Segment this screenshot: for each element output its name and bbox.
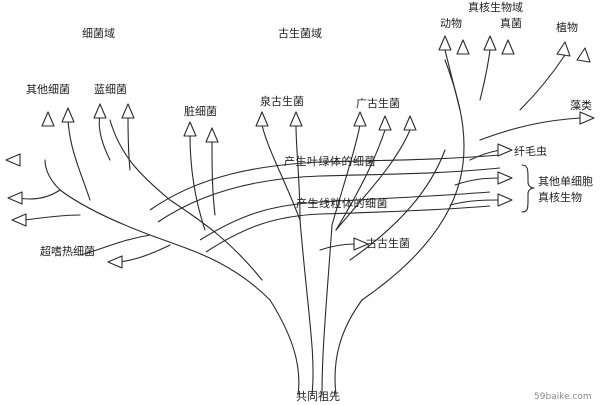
arrow-ciliate bbox=[497, 143, 513, 157]
chloroplast-band-bottom bbox=[157, 167, 501, 223]
arrow-other-bacteria-1 bbox=[61, 107, 75, 123]
chloroplast-band-top bbox=[149, 154, 501, 211]
arrow-eury-2 bbox=[378, 115, 392, 131]
arrow-crenarch-1 bbox=[255, 111, 269, 127]
label-mitochondria-band: 产生线粒体的细菌 bbox=[296, 197, 388, 210]
arrow-left-2 bbox=[7, 191, 23, 205]
trunk-right-edge bbox=[334, 299, 363, 396]
archaea-mid bbox=[295, 124, 301, 221]
pseudo-stem-1 bbox=[189, 134, 206, 231]
arrowheads bbox=[5, 35, 595, 269]
label-other-bacteria: 其他细菌 bbox=[26, 83, 70, 96]
bacteria-branch-d bbox=[24, 214, 81, 221]
arrow-pseudo-1 bbox=[183, 121, 197, 137]
label-plants: 植物 bbox=[556, 21, 578, 34]
arrow-cyano-1 bbox=[93, 103, 107, 119]
archaea-right-2 bbox=[335, 129, 386, 231]
label-other-eukaryotes-line2: 真核生物 bbox=[538, 191, 582, 204]
label-crenarchaeota: 泉古生菌 bbox=[260, 95, 304, 108]
bacteria-branch-a bbox=[79, 234, 151, 256]
archaea-right-1 bbox=[331, 124, 361, 226]
fungi-stem bbox=[479, 49, 491, 101]
mitochondria-band-bottom bbox=[205, 205, 491, 253]
arrow-animals-2 bbox=[456, 39, 470, 55]
watermark-text: 59baike.com bbox=[534, 392, 592, 402]
arrow-pseudo-2 bbox=[205, 127, 219, 143]
animals-stem bbox=[444, 49, 461, 111]
arrow-eury-3 bbox=[403, 115, 417, 131]
archaea-right-3 bbox=[335, 129, 411, 231]
arrow-eury-1 bbox=[353, 111, 367, 127]
arrow-korarch bbox=[353, 237, 369, 251]
arrow-crenarch-2 bbox=[289, 111, 303, 127]
bacteria-branch-e bbox=[67, 119, 91, 201]
label-ciliates: 纤毛虫 bbox=[514, 145, 547, 158]
other-euk-stem-1 bbox=[454, 177, 501, 186]
other-euk-stem-2 bbox=[449, 199, 501, 206]
label-hyperthermophiles: 超嗜热细菌 bbox=[40, 245, 95, 258]
plants-stem bbox=[519, 54, 566, 111]
label-eukarya-domain: 真核生物域 bbox=[468, 1, 523, 14]
trunk-inner-right bbox=[321, 224, 333, 396]
cyanobacteria-stem-right bbox=[127, 114, 131, 171]
label-chloroplast-band: 产生叶绿体的细菌 bbox=[284, 155, 376, 168]
eukarya-stem bbox=[361, 59, 465, 301]
hyperthermo-stem bbox=[119, 244, 171, 263]
label-pseudomonas: 脏细菌 bbox=[184, 105, 217, 118]
trunk-inner-left bbox=[299, 219, 314, 396]
arrow-hyperthermo bbox=[107, 255, 123, 269]
label-other-eukaryotes-line1: 其他单细胞 bbox=[538, 175, 593, 188]
trunk-left-edge bbox=[269, 299, 300, 396]
brace-other-eukaryotes bbox=[521, 164, 535, 213]
label-euryarchaeota: 广古生菌 bbox=[356, 97, 400, 110]
bacteria-branch-b bbox=[44, 159, 61, 191]
cyanobacteria-stem-left bbox=[98, 114, 111, 161]
label-common-ancestor: 共同祖先 bbox=[296, 390, 340, 403]
label-fungi: 真菌 bbox=[500, 17, 522, 30]
label-animals: 动物 bbox=[440, 17, 462, 30]
arrow-fungi-2 bbox=[501, 39, 515, 55]
archaea-left bbox=[261, 124, 301, 221]
label-korarchaeota: 古古生菌 bbox=[366, 237, 410, 250]
arrow-algae bbox=[579, 111, 595, 125]
arrow-other-euk-1 bbox=[497, 171, 513, 185]
label-archaea-domain: 古生菌域 bbox=[278, 27, 322, 40]
arrow-cyano-2 bbox=[121, 103, 135, 119]
eukarya-stem-inner bbox=[349, 149, 446, 261]
arrow-left-1 bbox=[5, 153, 21, 167]
bacteria-branch-c bbox=[17, 189, 61, 200]
label-bacteria-domain: 细菌域 bbox=[82, 27, 115, 40]
arrow-plants-1 bbox=[556, 41, 571, 57]
algae-stem bbox=[479, 117, 581, 141]
mitochondria-band-top bbox=[199, 191, 491, 241]
label-cyanobacteria: 蓝细菌 bbox=[94, 83, 127, 96]
label-algae: 藻类 bbox=[570, 99, 592, 112]
arrow-plants-2 bbox=[576, 47, 591, 63]
pseudo-stem-2 bbox=[211, 139, 216, 216]
arrow-animals-1 bbox=[438, 35, 452, 51]
arrow-fungi-1 bbox=[483, 35, 497, 51]
arrow-left-3 bbox=[11, 213, 27, 227]
korarchaeota-stem bbox=[319, 243, 356, 251]
arrow-other-bacteria-2 bbox=[41, 111, 55, 127]
arrow-other-euk-2 bbox=[497, 193, 513, 207]
bacteria-trunk-inner bbox=[109, 119, 263, 281]
